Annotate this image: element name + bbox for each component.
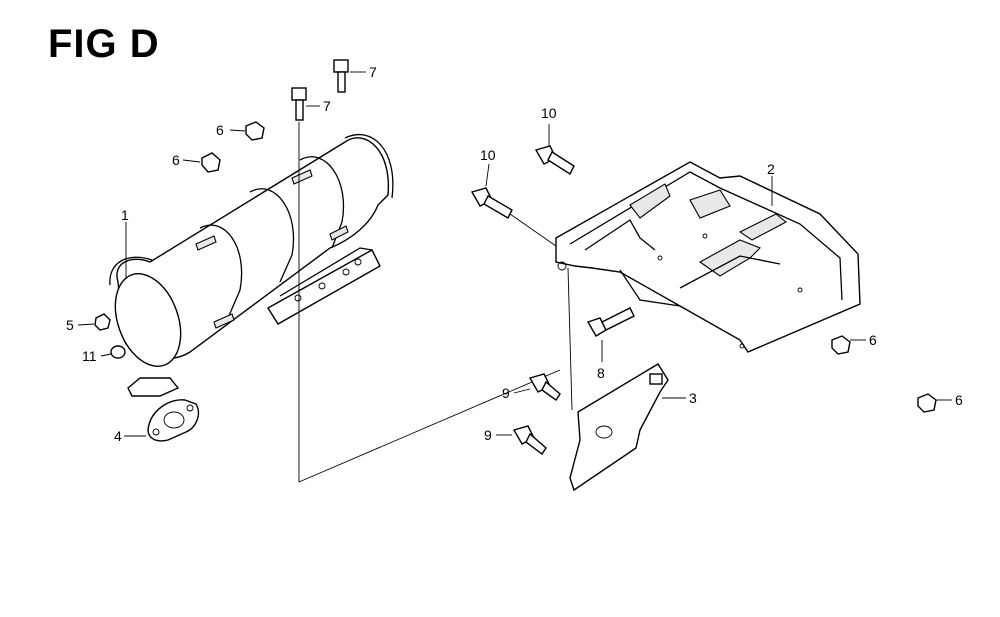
muffler-protector [109,133,394,397]
washer-11 [110,345,126,359]
callout-3: 3 [689,390,697,406]
bolt-7-lower [291,87,307,121]
flange-nut-6-right-upper [831,335,851,355]
callout-7-a: 7 [369,64,377,80]
callout-6-d: 6 [955,392,963,408]
callout-6-b: 6 [172,152,180,168]
flange-nut-5 [94,313,111,331]
muffler-stay-bracket [567,267,669,492]
callout-1: 1 [121,207,129,223]
flange-nut-6-lower [201,152,221,173]
callout-2: 2 [767,161,775,177]
bolt-7-upper [333,59,349,93]
callout-labels: 1 2 3 4 5 6 6 6 6 7 7 8 9 9 10 10 11 [66,64,963,444]
callout-7-b: 7 [323,98,331,114]
callout-4: 4 [114,428,122,444]
callout-10-a: 10 [541,105,557,121]
callout-8: 8 [597,365,605,381]
callout-5: 5 [66,317,74,333]
bolt-10-upper [534,145,575,176]
figure-title: FIG D [48,22,160,66]
muffler-stay [555,161,861,353]
leader-lines [77,71,952,437]
bolt-10-alignment-line [509,213,557,247]
callout-6-a: 6 [216,122,224,138]
callout-10-b: 10 [480,147,496,163]
muffler-gasket [147,399,200,442]
bolt-9-lower [512,425,547,456]
callout-11: 11 [82,348,97,364]
flange-nut-6-upper [245,121,265,141]
bolt-8 [586,307,635,337]
flange-nut-6-right-lower [917,393,937,413]
callout-6-c: 6 [869,332,877,348]
bolt-9-upper [528,373,561,401]
callout-9-a: 9 [502,385,510,401]
callout-9-b: 9 [484,427,492,443]
alignment-line [298,122,561,483]
bolt-10-lower [470,187,513,219]
